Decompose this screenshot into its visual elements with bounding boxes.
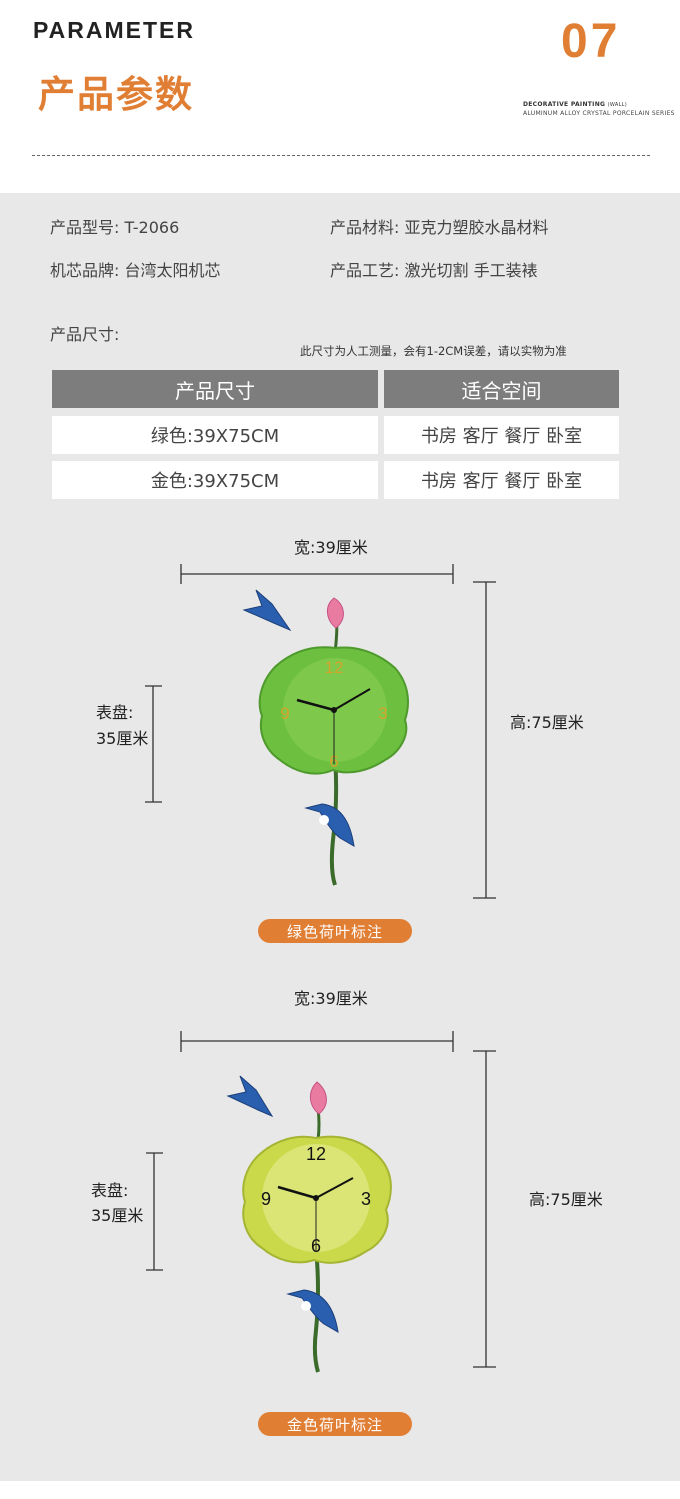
spec-craft: 产品工艺: 激光切割 手工装裱 xyxy=(330,261,538,280)
measure-lines-2 xyxy=(146,1031,496,1368)
bottom-strip xyxy=(0,1481,680,1499)
table-cell-size-green: 绿色:39X75CM xyxy=(52,416,378,454)
clock-green: 12 3 6 9 xyxy=(242,589,409,886)
subtitle-line1: DECORATIVE PAINTING (WALL) xyxy=(523,101,628,108)
hour-hand-1 xyxy=(296,698,335,712)
width-label-1: 宽:39厘米 xyxy=(294,538,368,557)
numeral-9-b: 9 xyxy=(261,1189,271,1209)
dial-label-2a: 表盘: xyxy=(91,1181,129,1200)
table-header-space: 适合空间 xyxy=(384,370,619,408)
measure-lines-1 xyxy=(145,564,496,899)
table-cell-space-green: 书房 客厅 餐厅 卧室 xyxy=(384,416,619,454)
section-number: 07 xyxy=(561,15,621,68)
hour-hand-2 xyxy=(277,1185,317,1200)
table-cell-space-gold: 书房 客厅 餐厅 卧室 xyxy=(384,461,619,499)
table-header-size: 产品尺寸 xyxy=(52,370,378,408)
bird-flying-1 xyxy=(242,589,292,632)
badge-green: 绿色荷叶标注 xyxy=(258,919,412,943)
lotus-bud-2 xyxy=(310,1081,327,1115)
title-cn: 产品参数 xyxy=(38,73,194,116)
title-en: PARAMETER xyxy=(33,17,195,43)
dashed-divider xyxy=(32,155,650,156)
numeral-3-b: 3 xyxy=(361,1189,371,1209)
bird-perched-2 xyxy=(286,1289,339,1333)
spec-movement: 机芯品牌: 台湾太阳机芯 xyxy=(50,261,221,280)
lotus-bud-1 xyxy=(327,597,344,629)
numeral-12: 12 xyxy=(325,658,344,677)
numeral-12-b: 12 xyxy=(306,1144,326,1164)
clock-gold: 12 3 6 9 xyxy=(226,1075,392,1373)
minute-hand-1 xyxy=(333,688,371,711)
dial-label-1a: 表盘: xyxy=(96,703,134,722)
spec-model: 产品型号: T-2066 xyxy=(50,218,180,237)
numeral-3: 3 xyxy=(378,704,387,723)
spec-material: 产品材料: 亚克力塑胶水晶材料 xyxy=(330,218,549,237)
numeral-9: 9 xyxy=(280,704,289,723)
width-label-2: 宽:39厘米 xyxy=(294,989,368,1008)
table-cell-size-gold: 金色:39X75CM xyxy=(52,461,378,499)
bird-flying-2 xyxy=(226,1075,274,1118)
spec-size-label: 产品尺寸: xyxy=(50,325,120,344)
subtitle-small: (WALL) xyxy=(607,102,628,108)
badge-gold: 金色荷叶标注 xyxy=(258,1412,412,1436)
subtitle-line2: ALUMINUM ALLOY CRYSTAL PORCELAIN SERIES xyxy=(523,110,675,117)
bird-perched-1 xyxy=(304,803,355,847)
minute-hand-2 xyxy=(315,1177,354,1199)
height-label-1: 高:75厘米 xyxy=(510,713,584,732)
page-header: PARAMETER 产品参数 07 DECORATIVE PAINTING (W… xyxy=(0,0,680,193)
dial-label-2b: 35厘米 xyxy=(91,1206,144,1225)
measure-note: 此尺寸为人工测量，会有1-2CM误差，请以实物为准 xyxy=(300,344,567,358)
height-label-2: 高:75厘米 xyxy=(529,1190,603,1209)
dial-label-1b: 35厘米 xyxy=(96,729,149,748)
